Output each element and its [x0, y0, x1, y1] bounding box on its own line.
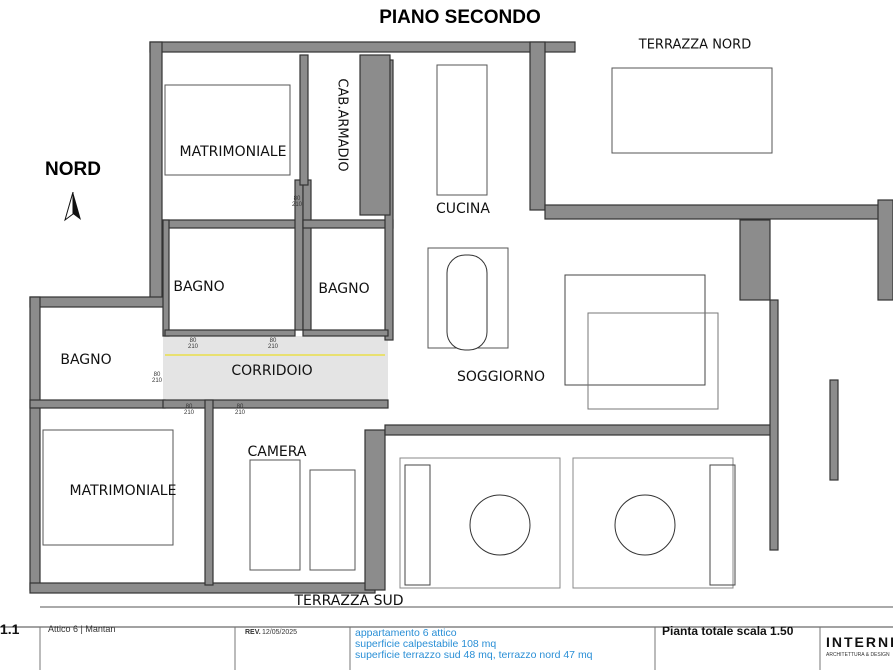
outdoor-coffee-table — [469, 494, 531, 556]
note-line: appartamento 6 attico — [355, 627, 457, 639]
door-label: 80 210 — [184, 404, 195, 416]
bed — [42, 429, 174, 546]
brand-subtitle: ARCHITETTURA & DESIGN — [826, 652, 890, 658]
wall — [829, 379, 839, 481]
outdoor-sofa — [404, 464, 431, 586]
room-corridoio: CORRIDOIO — [231, 363, 313, 379]
plan-title: PIANO SECONDO — [379, 7, 541, 28]
door-label: 80 210 — [268, 338, 279, 350]
room-cab-armadio: CAB.ARMADIO — [334, 78, 350, 172]
wall — [769, 299, 779, 551]
wall — [162, 399, 389, 409]
wall — [739, 219, 771, 301]
wall — [359, 54, 391, 216]
room-bagno-2: BAGNO — [318, 281, 370, 297]
wall — [149, 41, 576, 53]
wall — [29, 296, 166, 308]
wall — [302, 179, 312, 331]
door-label: 80 210 — [152, 372, 163, 384]
wall — [364, 429, 386, 591]
north-arrow-icon — [64, 192, 81, 222]
room-cucina: CUCINA — [436, 201, 490, 217]
wall — [299, 54, 309, 186]
sheet-number: 1.1 — [0, 621, 20, 637]
outdoor-rug — [572, 457, 734, 589]
room-bagno-3: BAGNO — [60, 352, 112, 368]
wall — [29, 296, 41, 591]
rug — [587, 312, 719, 410]
project-name: Attico 6 | Mantan — [48, 624, 116, 634]
wall — [384, 424, 776, 436]
wall — [302, 219, 394, 229]
room-bagno-1: BAGNO — [173, 279, 225, 295]
room-matrimoniale-1: MATRIMONIALE — [179, 144, 287, 160]
note-line: superficie calpestabile 108 mq — [355, 638, 497, 650]
wall — [164, 329, 296, 337]
sofa — [564, 274, 706, 386]
rev-date: 12/05/2025 — [262, 629, 298, 636]
bed — [164, 84, 291, 176]
wall — [204, 399, 214, 586]
outdoor-rug — [399, 457, 561, 589]
door-label: 80 210 — [292, 196, 303, 208]
outdoor-table — [611, 67, 773, 154]
outdoor-sofa — [709, 464, 736, 586]
door-label: 80 210 — [188, 338, 199, 350]
north-label: NORD — [45, 159, 101, 180]
rev-label: REV. — [245, 629, 261, 636]
door-label: 80 210 — [235, 404, 246, 416]
room-terrazza-sud: TERRAZZA SUD — [294, 593, 404, 609]
kitchen-island — [436, 64, 488, 196]
bed — [309, 469, 356, 571]
wall — [302, 329, 389, 337]
wall — [29, 582, 376, 594]
bed — [249, 459, 301, 571]
room-soggiorno: SOGGIORNO — [457, 369, 545, 385]
room-terrazza-nord: TERRAZZA NORD — [638, 37, 752, 53]
wall — [149, 41, 163, 301]
scale-label: Pianta totale scala 1.50 — [662, 624, 794, 638]
outdoor-coffee-table — [614, 494, 676, 556]
wall — [29, 399, 166, 409]
wall — [544, 204, 893, 220]
wall — [162, 219, 170, 337]
room-matrimoniale-2: MATRIMONIALE — [69, 483, 177, 499]
wall — [529, 41, 546, 211]
brand-logo: INTERNI — [826, 634, 893, 650]
wall — [162, 219, 299, 229]
note-line: superficie terrazzo sud 48 mq, terrazzo … — [355, 649, 593, 661]
corridor-floor — [163, 336, 388, 402]
dining-table — [446, 254, 488, 351]
wall — [877, 199, 893, 301]
room-camera: CAMERA — [247, 444, 307, 460]
